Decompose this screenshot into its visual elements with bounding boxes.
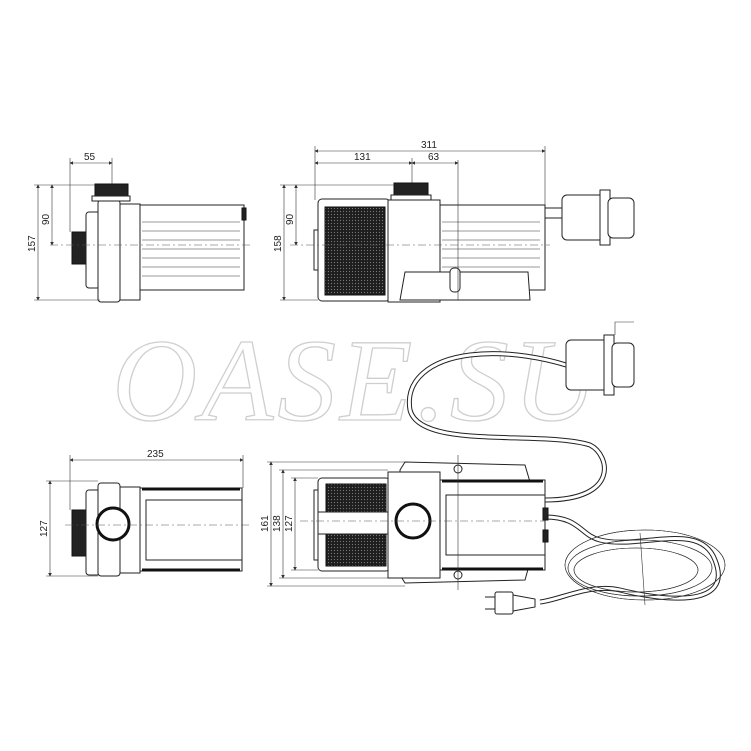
dim-label: 158 bbox=[273, 235, 284, 252]
inlet-nut bbox=[393, 182, 429, 197]
dim-label: 55 bbox=[84, 152, 96, 163]
connector-box bbox=[565, 339, 609, 391]
inlet-nut bbox=[94, 183, 129, 198]
dim-label: 157 bbox=[27, 235, 38, 252]
dim-label: 63 bbox=[428, 152, 440, 163]
top-view-left: 235 127 bbox=[39, 449, 250, 577]
front-view: 311 131 63 90 158 bbox=[273, 140, 635, 303]
dim-label: 131 bbox=[354, 152, 371, 163]
pump-housing bbox=[97, 199, 121, 303]
dim-label: 90 bbox=[41, 213, 52, 225]
plug-icon bbox=[485, 591, 536, 615]
dim-label: 127 bbox=[39, 520, 50, 537]
watermark: OASE.SU bbox=[112, 315, 605, 446]
dim-label: 161 bbox=[260, 515, 271, 532]
dim-label: 235 bbox=[147, 449, 164, 460]
dim-label: 138 bbox=[272, 515, 283, 532]
dim-label: 311 bbox=[421, 140, 437, 151]
cable-coil bbox=[539, 514, 726, 606]
motor bbox=[139, 204, 245, 291]
dim-label: 90 bbox=[285, 213, 296, 225]
top-view-right: 161 138 127 bbox=[260, 455, 549, 590]
dim-label: 127 bbox=[284, 515, 295, 532]
base bbox=[399, 271, 531, 301]
power-cable bbox=[406, 321, 726, 615]
inlet-port bbox=[95, 506, 131, 542]
side-view: 55 90 157 bbox=[27, 152, 250, 303]
